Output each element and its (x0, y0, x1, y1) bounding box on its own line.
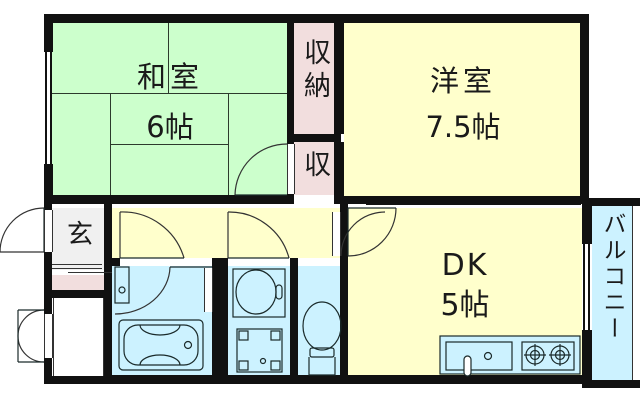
room-washitsu-fill (52, 22, 287, 195)
entry-storage-outline (103, 298, 104, 376)
wall-bath-bottom (104, 375, 348, 384)
toilet-room-fill (298, 266, 346, 383)
wall-closet-left (287, 14, 294, 204)
bathroom-door-leaf (204, 268, 213, 312)
wall-entry-bottom (44, 376, 124, 384)
meter-box-door-leaf (44, 314, 53, 358)
shoe-cabinet-icon (52, 268, 102, 269)
bathtub-icon (118, 319, 204, 371)
wall-genkan-left-mid (44, 252, 52, 314)
toilet-door-edge (332, 212, 333, 256)
closet-lower-door-swing (234, 143, 288, 196)
room-label-yoshitsu: 洋室 (429, 64, 496, 98)
dk-door-swing (347, 207, 397, 257)
toilet-door-swing (340, 211, 386, 257)
wall-closet-right-upper (334, 14, 344, 134)
closet-lower-door-edge (287, 144, 288, 194)
door-gap-bathroom (120, 258, 212, 266)
meter-box-door-edge (52, 314, 53, 358)
tatami-seam (228, 93, 229, 195)
room-label-washitsu: 和室 (136, 60, 203, 94)
shower-partition-icon (114, 266, 212, 315)
wall-balcony-top (582, 198, 640, 206)
meter-box-door-edge (44, 314, 45, 358)
window-yoshitsu-bottom (366, 203, 581, 205)
washing-machine-space-icon (236, 328, 283, 373)
bathroom-door-edge (212, 268, 213, 312)
balcony-rail (632, 206, 633, 380)
wall-right-upper-b (580, 155, 589, 203)
toilet-door-leaf (332, 212, 341, 256)
shoe-cabinet-icon (52, 264, 102, 265)
balcony-label: バルコニー (599, 212, 625, 342)
balcony-fill (592, 206, 632, 380)
wall-yoshitsu-bottom (341, 196, 589, 204)
toilet-door-edge (340, 212, 341, 256)
closet-lower-door-edge (294, 144, 295, 194)
wall-right-upper (580, 50, 589, 155)
wall-dk-right-bot (582, 330, 592, 383)
wall-exterior-left-top (44, 14, 53, 52)
wall-genkan-door-jamb-top (44, 204, 52, 210)
window-washitsu-left (50, 52, 52, 164)
shoe-cabinet-icon (68, 272, 112, 273)
kitchen-sink-icon (463, 351, 493, 377)
wall-exterior-left-bot (44, 164, 53, 204)
wall-closet-right-lower (334, 142, 344, 204)
wall-genkan-left-bot (44, 358, 52, 384)
wall-shoe-cabinet-bottom (52, 290, 112, 298)
closet-upper-fill (294, 22, 334, 134)
room-yoshitsu-fill (344, 22, 582, 202)
bathroom-door-edge (204, 268, 205, 312)
genkan-fill (52, 208, 108, 270)
wall-bath-left (104, 258, 112, 383)
wall-balcony-bottom (582, 380, 640, 388)
gas-stove-icon (524, 344, 571, 366)
washroom-door-swing (227, 211, 290, 259)
room-size-yoshitsu: 7.5帖 (425, 110, 501, 144)
closet-upper-door-line (341, 68, 343, 124)
closet-lower-door-leaf (287, 144, 295, 194)
window-washitsu-left (45, 52, 47, 164)
entry-storage-fill (52, 288, 108, 383)
wall-dk-bottom (340, 375, 590, 384)
wall-closet-divider (287, 134, 341, 142)
entrance-door-leaf (44, 210, 53, 252)
washbasin-icon (232, 268, 286, 318)
tatami-seam (168, 22, 169, 94)
room-size-washitsu: 6帖 (146, 110, 194, 144)
closet-upper-door-line (336, 24, 338, 80)
closet-lower-label: 収 (299, 150, 330, 177)
shoe-cabinet-fill (52, 275, 108, 290)
door-gap-washroom (228, 258, 290, 266)
window-dk-balcony (583, 244, 585, 330)
room-label-dk: DK (441, 248, 489, 283)
wall-genkan-right (104, 204, 112, 266)
wall-toilet-right (340, 204, 348, 383)
meter-box-double-door-swing (17, 309, 45, 363)
wall-exterior-top (44, 14, 589, 23)
entrance-door-edge (52, 210, 53, 252)
wall-hallway-top (108, 196, 120, 204)
closet-lower-fill (294, 142, 334, 195)
wall-washitsu-bottom (44, 195, 294, 204)
window-dk-balcony (588, 244, 590, 330)
wall-washroom-right (290, 258, 298, 383)
room-size-dk: 5帖 (440, 288, 490, 323)
entrance-door-edge (44, 210, 45, 252)
tatami-seam (110, 144, 228, 145)
genkan-label: 玄 (66, 220, 93, 250)
wall-washroom-left (220, 258, 228, 383)
tatami-seam (52, 93, 287, 94)
window-yoshitsu-bottom (352, 198, 537, 200)
bathroom-door-swing (119, 211, 185, 259)
wall-exterior-top-right (580, 14, 589, 50)
door-gap-toilet (298, 258, 340, 266)
toilet-icon (302, 301, 342, 376)
entry-storage-outline (53, 298, 54, 376)
wall-dk-right-top (582, 204, 592, 244)
closet-upper-label: 収納 (299, 38, 330, 104)
wall-bath-right (212, 258, 220, 383)
